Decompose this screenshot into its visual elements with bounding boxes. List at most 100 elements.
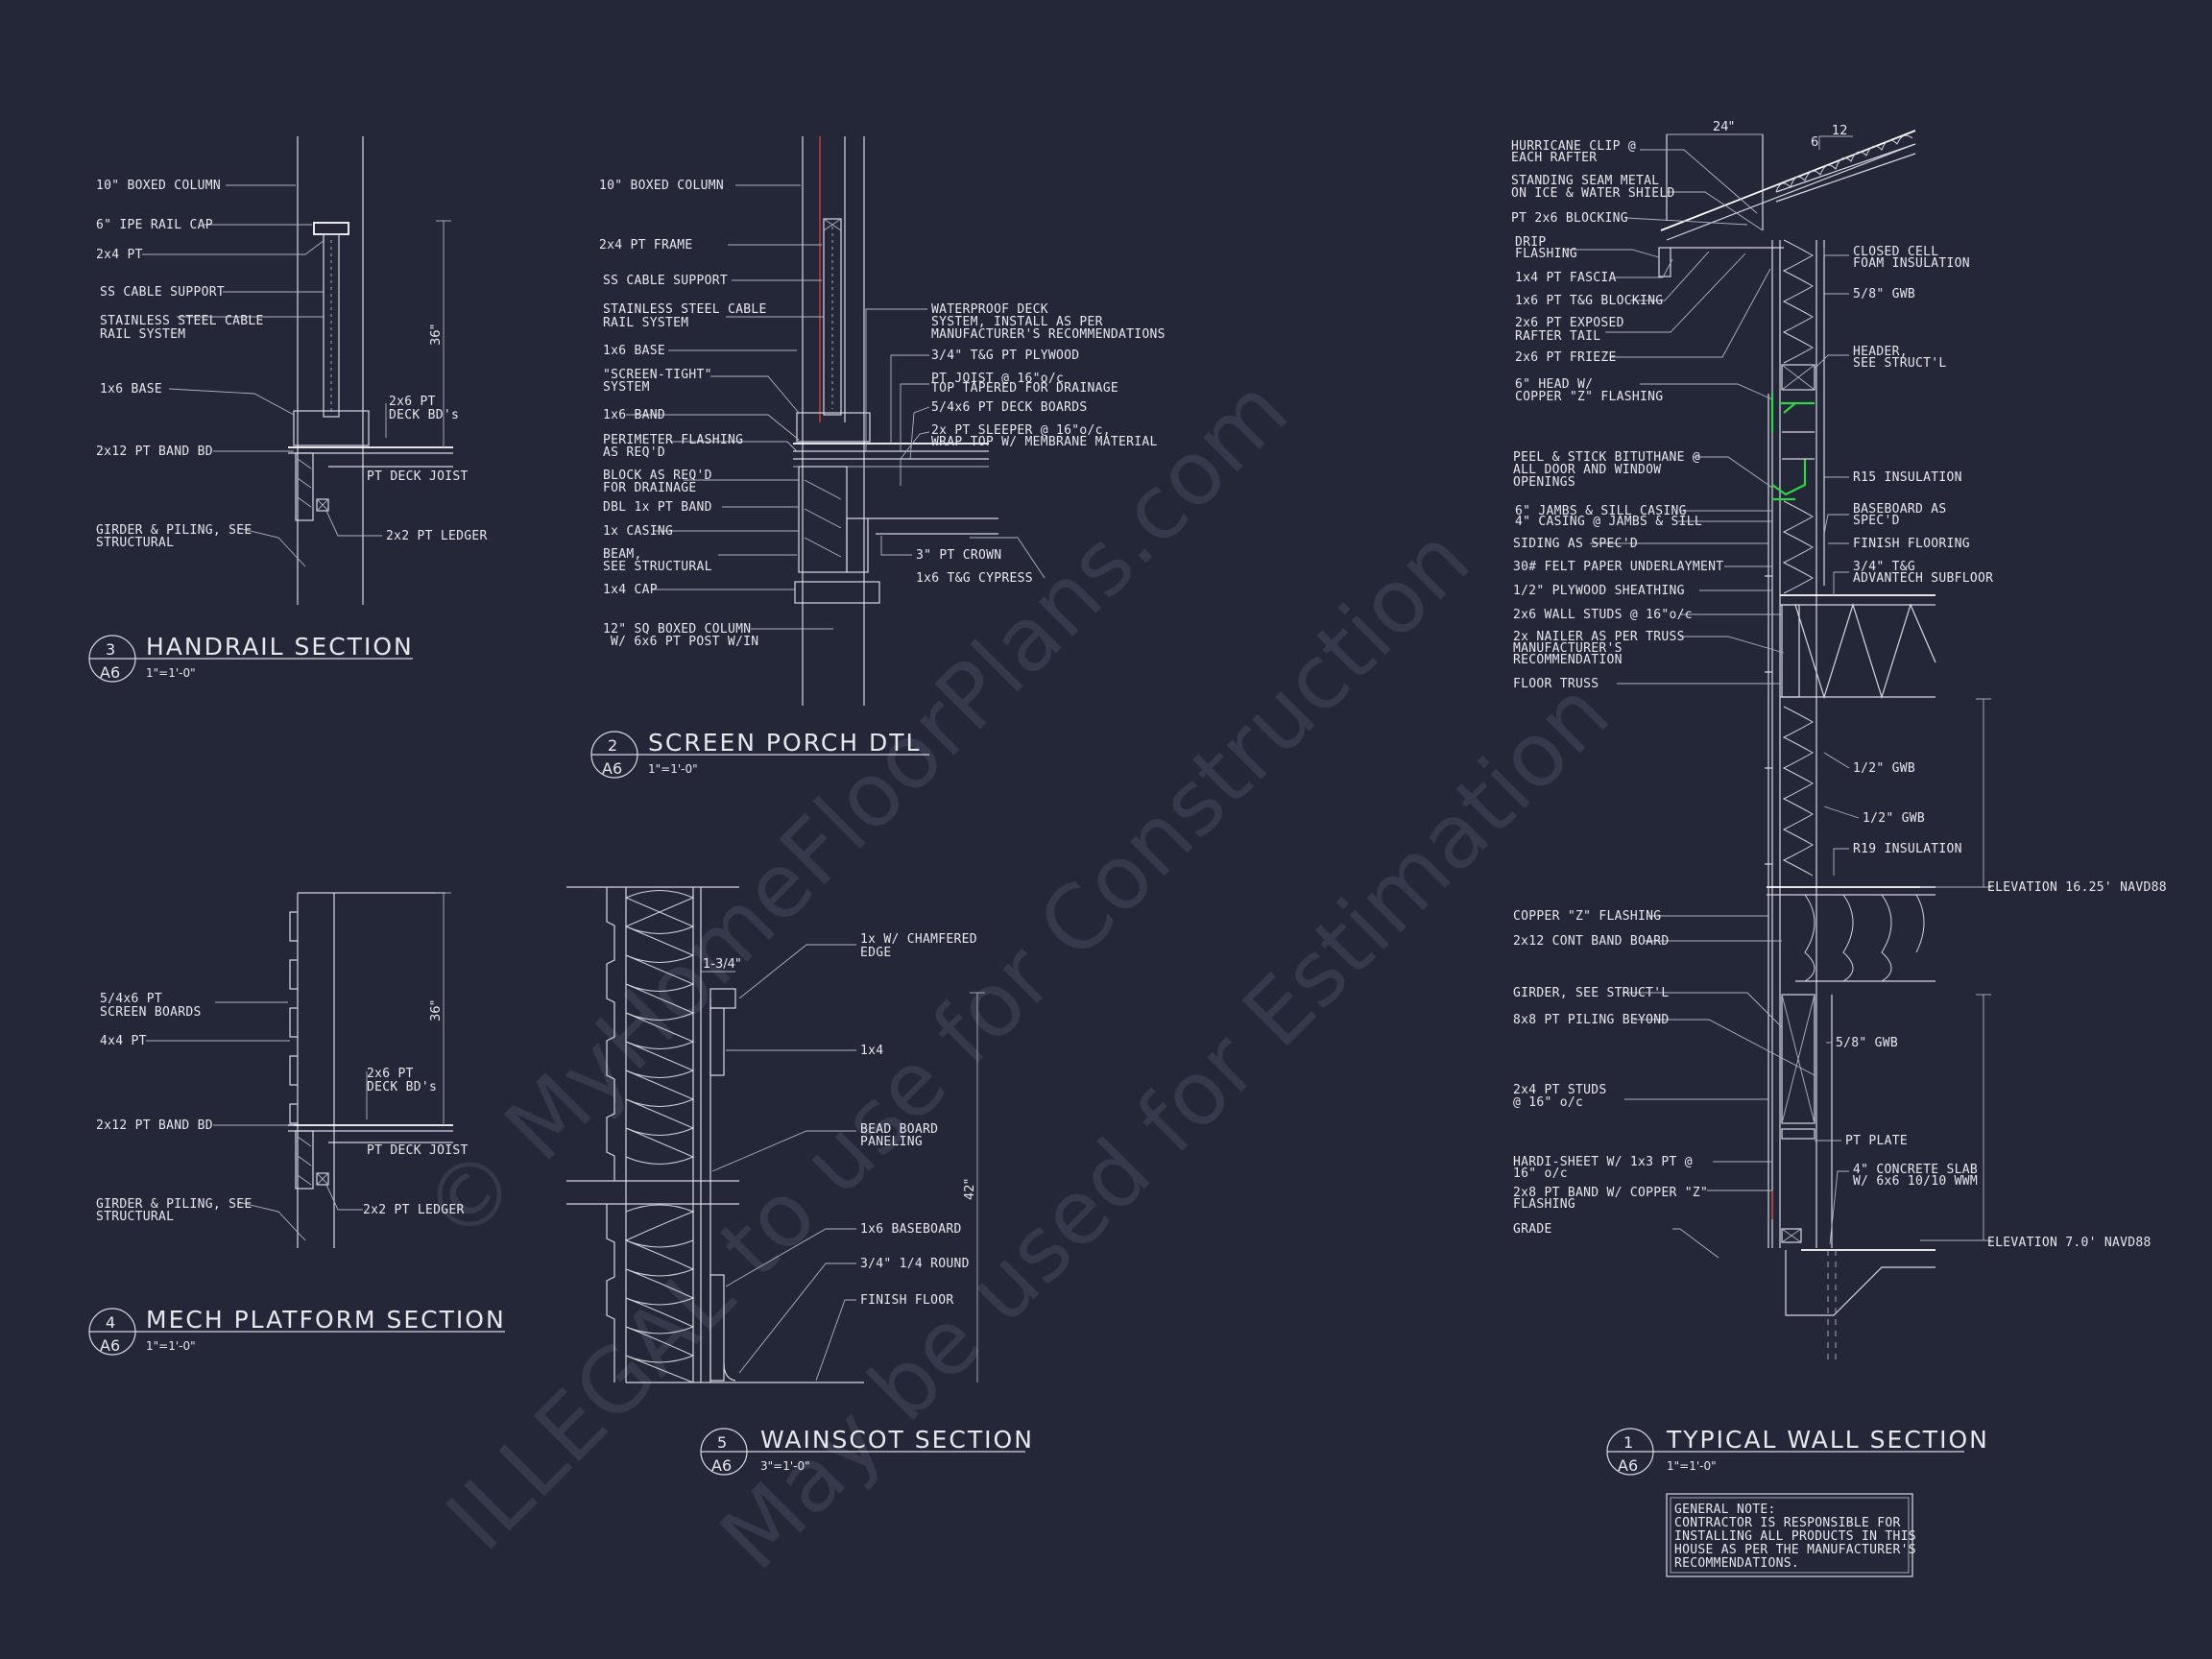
- porch-label-sleeper-2: WRAP TOP W/ MEMBRANE MATERIAL: [931, 435, 1158, 449]
- wall-label-nailer-2: MANUFACTURER'S: [1513, 641, 1623, 656]
- handrail-label-girder-2: STRUCTURAL: [96, 536, 174, 550]
- wainscot-dim-42: 42": [963, 1178, 977, 1200]
- wainscot-label-chamfered-2: EDGE: [860, 946, 892, 960]
- wall-label-r19: R19 INSULATION: [1853, 842, 1962, 856]
- wall-detail-scale: 1"=1'-0": [1667, 1459, 1717, 1473]
- porch-label-frame: 2x4 PT FRAME: [599, 238, 693, 252]
- wall-label-baseboard-2: SPEC'D: [1853, 514, 1900, 528]
- mech-label-girder-2: STRUCTURAL: [96, 1210, 174, 1224]
- porch-label-dbl-band: DBL 1x PT BAND: [603, 500, 712, 515]
- wall-label-floor-truss: FLOOR TRUSS: [1513, 677, 1599, 691]
- porch-label-cable: STAINLESS STEEL CABLE: [603, 302, 767, 317]
- wall-label-pt-plate: PT PLATE: [1845, 1134, 1908, 1148]
- wall-label-drip: DRIP: [1515, 235, 1547, 250]
- porch-label-flashing: PERIMETER FLASHING: [603, 433, 743, 447]
- wall-label-hurricane-2: EACH RAFTER: [1511, 151, 1597, 165]
- porch-label-cable-2: RAIL SYSTEM: [603, 316, 688, 330]
- wall-label-studs: 2x6 WALL STUDS @ 16"o/c: [1513, 608, 1693, 622]
- wall-label-siding: SIDING AS SPEC'D: [1513, 537, 1638, 551]
- mech-detail-scale: 1"=1'-0": [146, 1339, 196, 1353]
- handrail-section-detail: 36" 10" BOXED COLUMN 6" IPE RAIL CAP 2x4…: [88, 136, 488, 683]
- porch-label-plywood: 3/4" T&G PT PLYWOOD: [931, 349, 1079, 363]
- mech-platform-detail: 36" 5/4x6 PT SCREEN BOARDS 4x4 PT 2x6 PT…: [88, 892, 506, 1356]
- handrail-label-base: 1x6 BASE: [100, 382, 162, 397]
- wall-label-slab: 4" CONCRETE SLAB: [1853, 1163, 1978, 1177]
- handrail-label-ledger: 2x2 PT LEDGER: [386, 529, 488, 543]
- porch-label-base: 1x6 BASE: [603, 344, 665, 358]
- watermark: © MyHomeFloorPlans.com ILLEGAL to use fo…: [403, 359, 1629, 1590]
- porch-label-cap: 1x4 CAP: [603, 583, 658, 597]
- wall-label-nailer: 2x NAILER AS PER TRUSS: [1513, 630, 1685, 644]
- handrail-detail-title: HANDRAIL SECTION: [146, 633, 414, 661]
- wall-label-rafter-tail: 2x6 PT EXPOSED: [1515, 316, 1624, 330]
- handrail-detail-sheet: A6: [100, 663, 120, 682]
- porch-detail-scale: 1"=1'-0": [648, 762, 698, 776]
- handrail-label-band: 2x12 PT BAND BD: [96, 445, 213, 459]
- wall-label-cont-band: 2x12 CONT BAND BOARD: [1513, 934, 1670, 949]
- handrail-label-deck-bd-2: DECK BD's: [389, 408, 459, 422]
- mech-label-4x4: 4x4 PT: [100, 1034, 147, 1048]
- wall-label-advantech-2: ADVANTECH SUBFLOOR: [1853, 571, 1993, 586]
- wall-label-pt-studs: 2x4 PT STUDS: [1513, 1083, 1607, 1097]
- wall-label-closed-cell-2: FOAM INSULATION: [1853, 256, 1970, 271]
- wall-label-copper-z: COPPER "Z" FLASHING: [1513, 909, 1661, 924]
- wainscot-label-1x4: 1x4: [860, 1044, 883, 1058]
- handrail-label-cable: STAINLESS STEEL CABLE: [100, 314, 264, 328]
- general-note-line-2: INSTALLING ALL PRODUCTS IN THIS: [1674, 1529, 1916, 1544]
- wall-label-drip-2: FLASHING: [1515, 247, 1577, 261]
- porch-label-waterproof-2: SYSTEM, INSTALL AS PER: [931, 315, 1103, 329]
- wall-label-hardi-2: 16" o/c: [1513, 1166, 1568, 1181]
- wainscot-label-baseboard: 1x6 BASEBOARD: [860, 1222, 962, 1237]
- wall-label-rafter-tail-2: RAFTER TAIL: [1515, 329, 1600, 344]
- porch-label-screen-tight-2: SYSTEM: [603, 380, 650, 395]
- wall-label-jambs: 6" JAMBS & SILL CASING: [1515, 504, 1687, 518]
- handrail-label-2x4: 2x4 PT: [96, 248, 143, 262]
- wall-label-gwb-12-a: 1/2" GWB: [1853, 761, 1915, 776]
- mech-label-band: 2x12 PT BAND BD: [96, 1118, 213, 1133]
- mech-label-girder: GIRDER & PILING, SEE: [96, 1197, 252, 1212]
- mech-detail-title: MECH PLATFORM SECTION: [146, 1306, 506, 1334]
- wainscot-label-bead-board: BEAD BOARD: [860, 1122, 938, 1137]
- wall-label-bituthane: PEEL & STICK BITUTHANE @: [1513, 450, 1700, 465]
- wall-label-gwb-58-b: 5/8" GWB: [1836, 1036, 1898, 1050]
- wall-label-gwb-12-b: 1/2" GWB: [1863, 811, 1925, 826]
- porch-label-block-2: FOR DRAINAGE: [603, 481, 697, 495]
- porch-label-crown: 3" PT CROWN: [916, 548, 1001, 563]
- wainscot-dim-1-3-4: 1-3/4": [703, 957, 741, 972]
- handrail-label-cable-2: RAIL SYSTEM: [100, 327, 185, 342]
- mech-detail-number: 4: [106, 1313, 115, 1332]
- porch-label-beam-2: SEE STRUCTURAL: [603, 560, 712, 574]
- wall-label-pt-band-2: FLASHING: [1513, 1197, 1575, 1212]
- handrail-label-deck-bd: 2x6 PT: [389, 395, 436, 409]
- wall-label-sheathing: 1/2" PLYWOOD SHEATHING: [1513, 584, 1685, 598]
- porch-label-screen-tight: "SCREEN-TIGHT": [603, 368, 712, 382]
- screen-porch-detail: 10" BOXED COLUMN 2x4 PT FRAME SS CABLE S…: [590, 136, 1166, 779]
- general-note-heading: GENERAL NOTE:: [1674, 1503, 1776, 1517]
- handrail-label-cable-support: SS CABLE SUPPORT: [100, 285, 225, 300]
- wall-label-head: 6" HEAD W/: [1515, 377, 1593, 392]
- handrail-label-girder: GIRDER & PILING, SEE: [96, 523, 252, 538]
- wainscot-detail-scale: 3"=1'-0": [760, 1459, 810, 1473]
- wall-label-slab-2: W/ 6x6 10/10 WWM: [1853, 1174, 1978, 1189]
- wainscot-detail-sheet: A6: [711, 1456, 732, 1475]
- porch-label-beam: BEAM,: [603, 547, 642, 562]
- wainscot-detail-title: WAINSCOT SECTION: [760, 1426, 1034, 1454]
- wall-label-gwb-58: 5/8" GWB: [1853, 287, 1915, 301]
- handrail-label-boxed-column: 10" BOXED COLUMN: [96, 179, 221, 193]
- wall-label-r15: R15 INSULATION: [1853, 470, 1962, 485]
- wall-label-nailer-3: RECOMMENDATION: [1513, 653, 1623, 667]
- wall-label-pt-band: 2x8 PT BAND W/ COPPER "Z": [1513, 1186, 1708, 1200]
- porch-label-casing: 1x CASING: [603, 524, 673, 539]
- handrail-dim-36: 36": [429, 324, 444, 346]
- porch-label-flashing-2: AS REQ'D: [603, 445, 665, 460]
- wall-label-hurricane: HURRICANE CLIP @: [1511, 139, 1636, 154]
- porch-label-cable-support: SS CABLE SUPPORT: [603, 274, 728, 288]
- wall-detail-sheet: A6: [1618, 1456, 1638, 1475]
- handrail-label-rail-cap: 6" IPE RAIL CAP: [96, 218, 213, 232]
- porch-label-sq-column-2: W/ 6x6 PT POST W/IN: [611, 635, 758, 649]
- wainscot-detail-number: 5: [717, 1433, 727, 1452]
- general-note-line-1: CONTRACTOR IS RESPONSIBLE FOR: [1674, 1516, 1901, 1530]
- handrail-label-joist: PT DECK JOIST: [367, 469, 469, 484]
- porch-label-sleeper: 2x PT SLEEPER @ 16"o/c,: [931, 423, 1111, 438]
